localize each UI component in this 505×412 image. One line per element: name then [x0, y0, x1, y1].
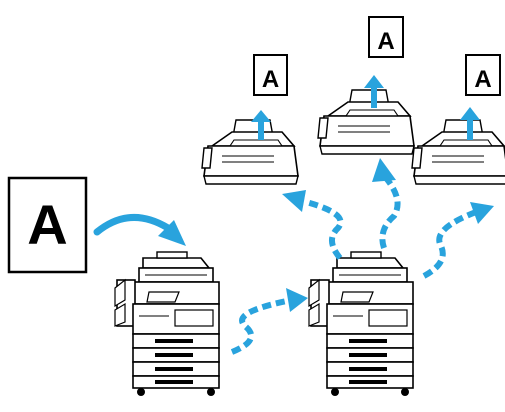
arrow-up-icon	[364, 75, 384, 88]
arrow-head-icon	[282, 190, 306, 212]
arrow-head-icon	[286, 288, 308, 312]
transmission-arrow-heads	[282, 158, 494, 312]
source-document: A	[7, 176, 88, 274]
transmission-arrow-icon	[379, 176, 401, 249]
copier-receiver	[308, 251, 414, 397]
copier-sender	[114, 251, 220, 397]
fax-machine-left	[201, 119, 299, 185]
copier-icon	[114, 251, 220, 397]
arrow-head-icon	[372, 158, 396, 182]
transmission-arrow-icon	[422, 209, 478, 279]
fax-machine-center	[317, 89, 415, 155]
transmission-arrows	[230, 176, 478, 355]
fax-page-letter: A	[377, 28, 394, 55]
fax-page-left: A	[253, 54, 288, 96]
document-icon	[7, 176, 88, 274]
fax-machine-right	[411, 119, 505, 185]
fax-machine-icon	[317, 89, 415, 155]
copier-icon	[308, 251, 414, 397]
arrow-head-icon	[470, 202, 494, 224]
transmission-arrow-icon	[305, 199, 344, 260]
source-document-letter: A	[27, 193, 67, 256]
fax-output-arrows	[251, 75, 480, 140]
fax-machine-icon	[201, 119, 299, 185]
fax-page-center: A	[368, 16, 404, 58]
fax-machine-icon	[411, 119, 505, 185]
scan-arrow	[93, 214, 186, 246]
arrow-head-icon	[158, 220, 186, 246]
transmission-arrow-icon	[230, 297, 293, 355]
fax-page-letter: A	[474, 66, 491, 93]
fax-page-right: A	[465, 54, 501, 96]
arrow-up-icon	[251, 110, 271, 122]
fax-page-letter: A	[262, 66, 279, 93]
arrow-up-icon	[460, 107, 480, 120]
